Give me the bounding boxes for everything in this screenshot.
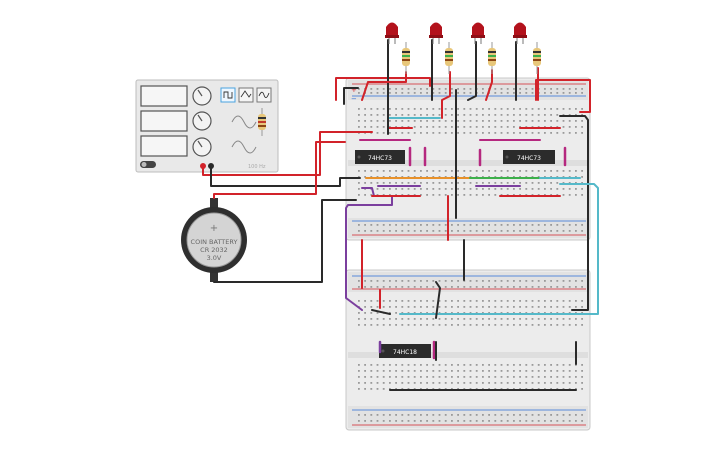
wire-led3-black[interactable] [467,41,477,101]
sine-wave-button[interactable] [256,87,272,103]
wire-generator-signal[interactable] [202,131,373,176]
wire-black-link-3[interactable] [435,281,441,319]
wire-battery-negative[interactable] [213,199,357,283]
led-group [385,22,541,74]
led-2[interactable] [429,22,443,45]
wire-generator-ground[interactable] [210,165,361,187]
display-1 [140,85,188,107]
chip-u3-label: 74HC18 [393,349,417,356]
wire-led1-red[interactable] [361,71,407,101]
chip-u2[interactable]: 74HC73 [503,150,555,164]
wire-led2-red[interactable] [441,71,451,119]
led-resistor-3[interactable] [488,42,496,74]
function-generator[interactable]: 100 Hz [135,79,279,173]
wire-right-black-loop[interactable] [559,115,589,311]
wire-battery-positive[interactable] [213,141,346,199]
wires [202,39,599,391]
battery-label-1: COIN BATTERY [191,238,238,246]
coin-battery[interactable]: + COIN BATTERY CR 2032 3.0V [181,198,247,282]
wire-top-red-loop[interactable] [335,77,431,101]
led-3[interactable] [471,22,485,45]
rail-plus-sign: + [351,86,357,94]
display-3 [140,135,188,157]
battery-plus-sign: + [210,223,218,234]
led-resistor-2[interactable] [445,42,453,74]
led-resistor-4[interactable] [533,42,541,74]
knob-amplitude[interactable] [192,111,212,131]
triangle-wave-button[interactable] [238,87,254,103]
wire-black-link-4[interactable] [371,309,391,315]
chip-u2-label: 74HC73 [517,155,541,162]
battery-label-3: 3.0V [207,254,222,262]
led-4[interactable] [513,22,527,45]
knob-offset[interactable] [192,137,212,157]
resistor-generator[interactable] [258,108,266,136]
generator-brand: 100 Hz [248,164,266,170]
wire-cyan-long[interactable] [399,183,599,315]
wire-purple-left[interactable] [345,195,393,311]
display-2 [140,110,188,132]
sine-preview-1-icon [231,115,257,129]
power-switch[interactable] [140,161,156,168]
led-resistor-1[interactable] [402,42,410,74]
battery-label-2: CR 2032 [200,246,228,254]
chip-u1-label: 74HC73 [368,155,392,162]
sine-preview-2-icon [231,140,257,154]
rail-minus-sign: − [351,95,357,103]
knob-frequency[interactable] [192,86,212,106]
led-1[interactable] [385,22,399,45]
chip-u3[interactable]: 74HC18 [379,344,431,358]
chip-u1[interactable]: 74HC73 [355,150,405,164]
square-wave-button[interactable] [220,87,236,103]
wire-rail-link-black[interactable] [343,87,359,105]
wire-right-red-loop[interactable] [535,79,591,113]
